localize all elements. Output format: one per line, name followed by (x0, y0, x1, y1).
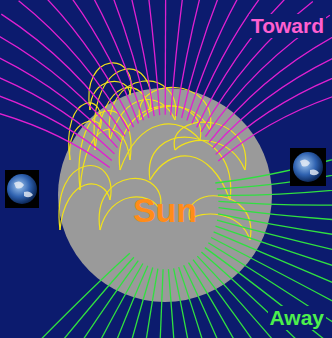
field-line (143, 0, 160, 115)
field-line (189, 263, 280, 338)
earth-left (5, 170, 39, 208)
earth-right (290, 148, 326, 186)
away-field-lines (0, 136, 332, 338)
field-line (175, 140, 245, 170)
away-label: Away (268, 306, 326, 330)
field-line (218, 214, 332, 247)
toward-field-lines (0, 0, 332, 168)
sun-node: Sun (58, 88, 272, 302)
field-line (165, 0, 167, 115)
field-line (106, 268, 153, 338)
toward-label: Toward (249, 14, 326, 38)
field-line (208, 243, 332, 338)
field-line (205, 248, 332, 338)
field-line (168, 269, 181, 338)
field-line (179, 267, 232, 338)
closed-loops (59, 63, 251, 240)
field-line (99, 0, 149, 118)
field-line (217, 220, 332, 269)
field-line (211, 238, 332, 332)
field-line (0, 45, 117, 148)
field-line (219, 208, 332, 225)
field-line (139, 87, 211, 130)
field-line (215, 136, 332, 183)
field-line (156, 269, 163, 338)
field-line (213, 46, 332, 148)
field-line (35, 261, 138, 338)
field-line (184, 265, 256, 338)
field-line (182, 0, 233, 118)
field-line (121, 0, 154, 116)
field-line (174, 268, 207, 338)
sun-label: Sun (133, 191, 197, 230)
field-line (57, 0, 139, 123)
field-line (216, 64, 332, 155)
field-line (218, 201, 332, 205)
field-line (58, 264, 143, 338)
field-line (0, 253, 130, 338)
field-line (140, 106, 210, 130)
field-line (201, 252, 332, 338)
field-line (89, 63, 131, 110)
field-line (1, 14, 125, 136)
field-line (214, 232, 332, 312)
field-line (14, 257, 134, 338)
